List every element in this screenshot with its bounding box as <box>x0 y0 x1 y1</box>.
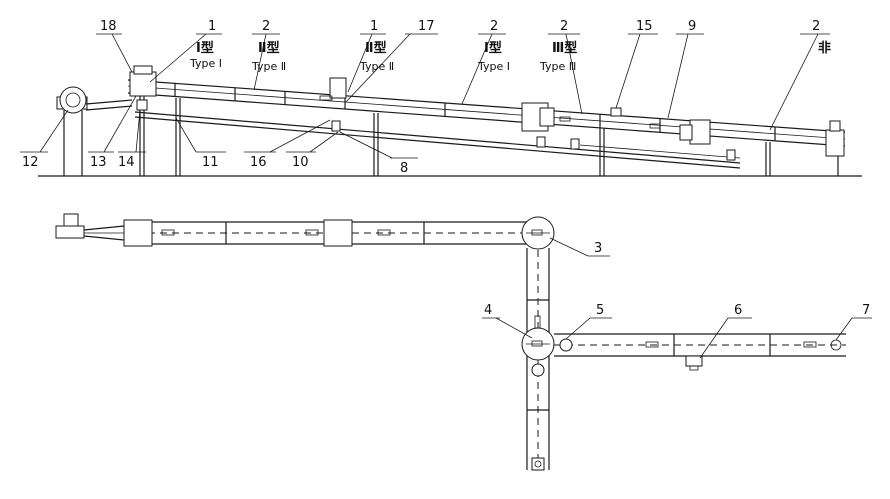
label-7: 7 <box>862 303 870 318</box>
label-12: 12 <box>22 155 39 170</box>
type-2b-cn: Ⅱ型 <box>365 40 387 56</box>
type-nonstd: 非 <box>818 40 831 56</box>
type-1b-en: Type Ⅰ <box>477 60 510 73</box>
lower-structure <box>134 111 741 169</box>
label-8: 8 <box>400 161 408 176</box>
label-2c: 2 <box>560 19 568 34</box>
label-13: 13 <box>90 155 107 170</box>
label-2d: 2 <box>812 19 820 34</box>
inclined-trough <box>127 65 846 157</box>
elevation-view: 18 1 2 1 17 2 2 15 9 2 Ⅰ型 Type Ⅰ Ⅱ型 Type… <box>20 19 862 177</box>
type-2a-en: Type Ⅱ <box>251 60 286 73</box>
label-17: 17 <box>418 19 435 34</box>
label-16: 16 <box>250 155 267 170</box>
type-2a-cn: Ⅱ型 <box>258 40 280 56</box>
type-3-cn: Ⅲ型 <box>552 40 577 56</box>
type-3-en: Type Ⅲ <box>539 60 576 73</box>
plan-view <box>55 213 872 471</box>
label-1a: 1 <box>208 19 216 34</box>
leader-lines <box>20 33 830 159</box>
label-10: 10 <box>292 155 309 170</box>
plan-labels: 3 4 5 6 7 <box>484 241 870 318</box>
label-2a: 2 <box>262 19 270 34</box>
support-legs <box>136 96 839 176</box>
type-1a-en: Type Ⅰ <box>189 57 222 70</box>
label-4: 4 <box>484 303 492 318</box>
type-1a-cn: Ⅰ型 <box>196 40 214 56</box>
label-15: 15 <box>636 19 653 34</box>
label-6: 6 <box>734 303 742 318</box>
label-9: 9 <box>688 19 696 34</box>
type-1b-cn: Ⅰ型 <box>484 40 502 56</box>
label-3: 3 <box>594 241 602 256</box>
elevation-labels: 18 1 2 1 17 2 2 15 9 2 Ⅰ型 Type Ⅰ Ⅱ型 Type… <box>22 19 831 176</box>
label-18: 18 <box>100 19 117 34</box>
label-1b: 1 <box>370 19 378 34</box>
label-5: 5 <box>596 303 604 318</box>
type-2b-en: Type Ⅱ <box>359 60 394 73</box>
drive-unit <box>56 86 133 176</box>
label-14: 14 <box>118 155 135 170</box>
label-2b: 2 <box>490 19 498 34</box>
label-11: 11 <box>202 155 219 170</box>
